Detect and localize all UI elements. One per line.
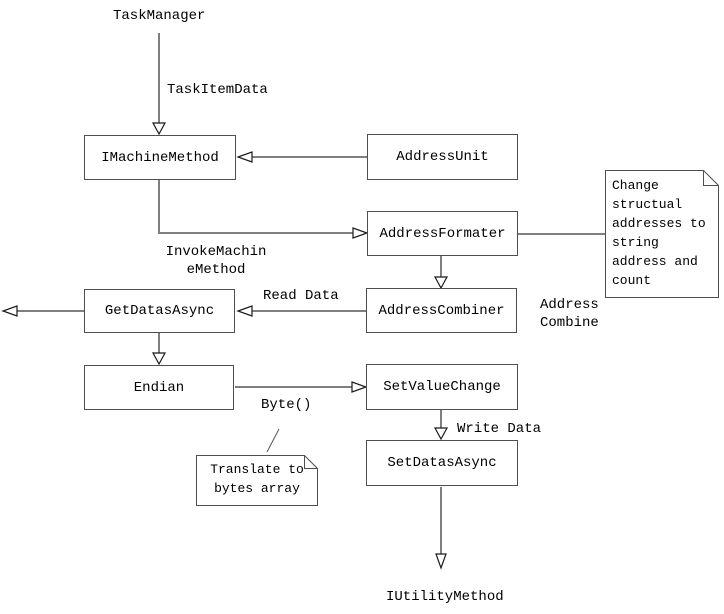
note-line: address and bbox=[612, 254, 698, 269]
edge-label-writedata: Write Data bbox=[457, 421, 542, 437]
arrowhead-left-imachinemethod bbox=[236, 151, 253, 163]
edge-imachinemethod-to-addressformater bbox=[158, 180, 353, 234]
arrowhead-down-iutilitymethod bbox=[435, 553, 447, 570]
node-getdatasasync: GetDatasAsync bbox=[84, 289, 235, 333]
note-line: count bbox=[612, 273, 652, 288]
node-setdatasasync-label: SetDatasAsync bbox=[387, 455, 497, 471]
node-imachinemethod: IMachineMethod bbox=[84, 135, 236, 180]
node-setdatasasync: SetDatasAsync bbox=[366, 440, 518, 486]
arrowhead-left-getdatasasync bbox=[236, 305, 253, 317]
node-setvaluechange-label: SetValueChange bbox=[383, 379, 501, 395]
arrowhead-down-endian bbox=[151, 352, 167, 366]
arrowhead-down-imachinemethod bbox=[151, 122, 167, 136]
edge-label-taskitemdata: TaskItemData bbox=[167, 82, 268, 98]
note-shape-folded-corner bbox=[605, 170, 719, 298]
note-change-structural-text: Change structual addresses to string add… bbox=[605, 170, 719, 298]
note-line: Change bbox=[612, 178, 659, 193]
note-line: bytes array bbox=[214, 481, 300, 496]
node-addressformater-label: AddressFormater bbox=[379, 225, 506, 242]
node-label-iutilitymethod: IUtilityMethod bbox=[386, 589, 504, 605]
node-addressunit-label: AddressUnit bbox=[396, 149, 489, 165]
node-endian: Endian bbox=[84, 365, 234, 410]
node-addresscombiner: AddressCombiner bbox=[366, 288, 517, 333]
edge-label-invokemachinemethod-line2: eMethod bbox=[186, 262, 246, 278]
edge-label-byte: Byte() bbox=[261, 397, 312, 413]
node-imachinemethod-label: IMachineMethod bbox=[101, 149, 219, 166]
arrowhead-down-addresscombiner bbox=[433, 276, 449, 290]
node-label-taskmanager: TaskManager bbox=[113, 8, 206, 24]
edge-label-addresscombine: Address Combine bbox=[540, 296, 599, 332]
node-setvaluechange: SetValueChange bbox=[366, 364, 518, 410]
node-addresscombiner-label: AddressCombiner bbox=[378, 302, 505, 319]
edge-label-addresscombine-line2: Combine bbox=[540, 315, 599, 331]
edge-label-addresscombine-line1: Address bbox=[540, 297, 599, 313]
note-shape-folded-corner bbox=[196, 455, 318, 506]
node-addressformater: AddressFormater bbox=[367, 211, 518, 256]
edge-label-invokemachinemethod: InvokeMachin eMethod bbox=[160, 243, 272, 279]
note-change-structural: Change structual addresses to string add… bbox=[605, 170, 719, 298]
node-getdatasasync-label: GetDatasAsync bbox=[104, 303, 215, 319]
arrowhead-down-setdatasasync bbox=[433, 427, 449, 441]
note-translate-bytes-text: Translate to bytes array bbox=[196, 455, 318, 506]
arrowhead-right-setvaluechange bbox=[351, 381, 368, 393]
arrowhead-left-edge bbox=[1, 305, 18, 317]
note-leader-line bbox=[266, 428, 280, 453]
note-translate-bytes: Translate to bytes array bbox=[196, 455, 318, 506]
arrowhead-right-addressformater bbox=[352, 227, 369, 239]
note-line: structual bbox=[612, 197, 683, 212]
note-line: Translate to bbox=[210, 462, 304, 477]
note-line: string bbox=[612, 235, 659, 250]
note-line: addresses to bbox=[612, 216, 706, 231]
node-endian-label: Endian bbox=[133, 379, 185, 396]
node-addressunit: AddressUnit bbox=[367, 134, 518, 180]
edge-label-invokemachinemethod-line1: InvokeMachin bbox=[165, 244, 267, 260]
edge-label-readdata: Read Data bbox=[263, 288, 339, 304]
